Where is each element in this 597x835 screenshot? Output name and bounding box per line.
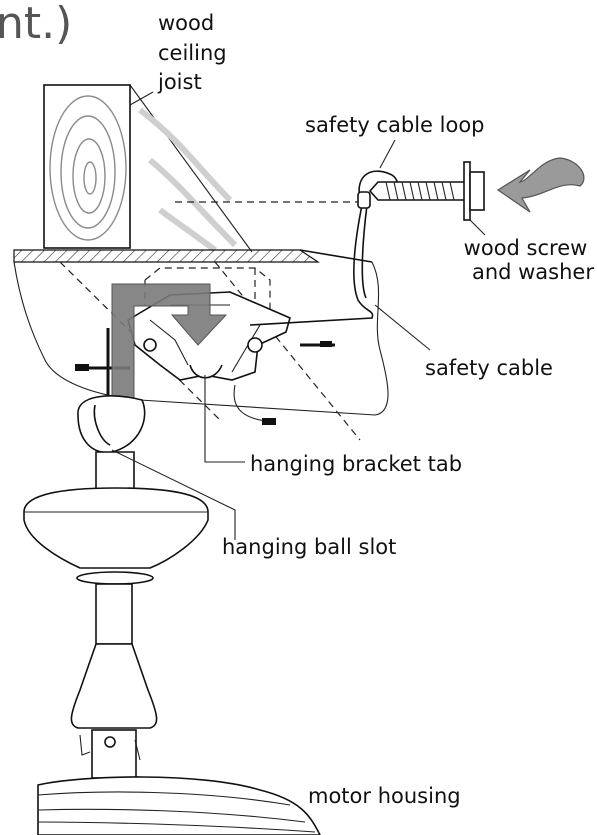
bracket-tab-leader <box>204 375 245 463</box>
coupling-cover <box>70 643 158 729</box>
wood-screw <box>368 161 485 221</box>
joist-rings <box>49 95 127 241</box>
clip-pin <box>79 734 141 761</box>
downrod <box>95 583 133 645</box>
rod-pin <box>104 736 116 748</box>
hanging-bracket <box>75 291 335 425</box>
joist-perspective-lines <box>129 84 253 253</box>
safety-cable <box>249 204 374 326</box>
direction-arrow <box>111 283 228 431</box>
cable-ferrule <box>357 191 371 209</box>
header-fragment: nt.) <box>0 0 72 49</box>
cable-loop-leader <box>379 139 396 169</box>
safety-cable-loop-label: safety cable loop <box>305 113 485 137</box>
motor-housing <box>37 776 321 835</box>
safety-cable-inner <box>361 204 368 299</box>
joist-grain <box>138 107 238 253</box>
hanging-bracket-tab-label: hanging bracket tab <box>250 452 462 476</box>
ceiling-board-top <box>13 249 320 263</box>
motor-housing-rings <box>37 791 316 833</box>
ceiling-board-edge <box>299 249 373 263</box>
joist-leader <box>129 91 154 106</box>
lower-rod <box>91 729 137 779</box>
wood-screw-label: wood screw and washer <box>464 236 595 284</box>
canopy <box>23 487 209 569</box>
hanging-ball-slot <box>93 404 111 446</box>
joist-end <box>43 84 131 249</box>
safety-cable-leader <box>374 304 431 351</box>
hanging-ball-slot-label: hanging ball slot <box>222 535 396 559</box>
push-arrow <box>496 157 585 213</box>
hanging-ball <box>77 395 146 454</box>
screw-leader <box>469 219 486 236</box>
ball-slot-leader <box>111 449 236 540</box>
motor-housing-label: motor housing <box>308 784 461 808</box>
canopy-collar <box>76 571 154 585</box>
joist-label: wood ceiling joist <box>157 11 233 94</box>
safety-cable-label: safety cable <box>425 356 553 380</box>
